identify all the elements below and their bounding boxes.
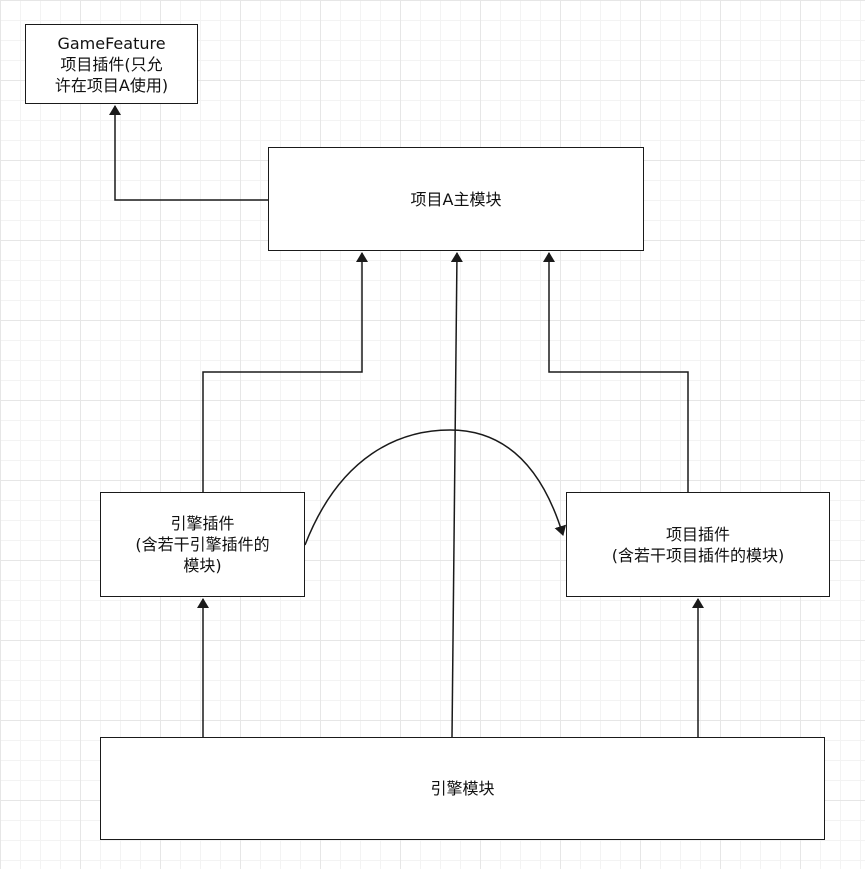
gamefeature-label-line-3: 许在项目A使用)	[54, 75, 169, 95]
engine-module-label: 引擎模块	[430, 779, 495, 798]
edge-engine-module-to-main	[450, 252, 463, 738]
edge-main-to-gamefeature	[109, 105, 268, 201]
engine-plugin-label-line-3: 模块)	[183, 556, 222, 575]
edge-engine-plugin-to-project-plugin	[304, 429, 567, 546]
main-module-label: 项目A主模块	[410, 189, 502, 209]
engine-plugin-label-line-1: 引擎插件	[170, 514, 235, 533]
engine-plugin-node[interactable]: 引擎插件 (含若干引擎插件的 模块)	[100, 492, 305, 597]
gamefeature-label-line-2: 项目插件(只允	[60, 54, 163, 74]
project-plugin-node[interactable]: 项目插件 (含若干项目插件的模块)	[566, 492, 830, 597]
gamefeature-label-line-1: GameFeature	[57, 33, 166, 53]
project-plugin-label-line-2: (含若干项目插件的模块)	[611, 545, 785, 565]
edge-project-plugin-to-main	[543, 252, 689, 492]
engine-module-node[interactable]: 引擎模块	[100, 737, 825, 840]
gamefeature-node[interactable]: GameFeature 项目插件(只允 许在项目A使用)	[25, 24, 198, 104]
main-module-node[interactable]: 项目A主模块	[268, 147, 644, 251]
engine-plugin-label-line-2: (含若干引擎插件的	[135, 535, 270, 554]
project-plugin-label-line-1: 项目插件	[665, 524, 730, 544]
edge-engine-plugin-to-main	[202, 252, 368, 492]
